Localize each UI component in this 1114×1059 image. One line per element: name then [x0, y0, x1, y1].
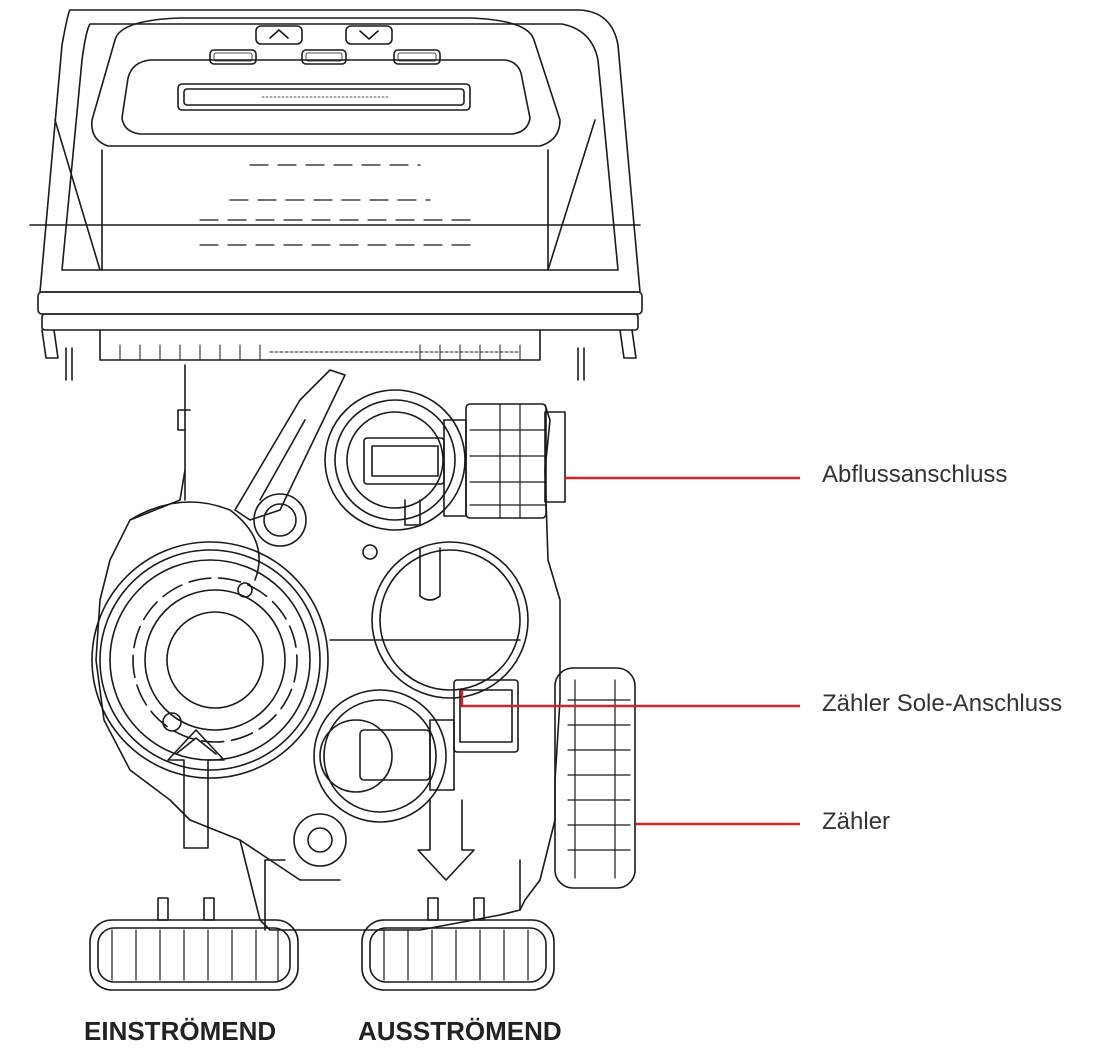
next-button	[301, 49, 347, 65]
up-button	[255, 25, 303, 45]
outlet-label: AUSSTRÖMEND	[358, 1016, 562, 1046]
drain-port-label: Abflussanschluss	[822, 461, 1008, 488]
brine-meter-label: Zähler Sole-Anschluss	[822, 690, 1063, 717]
valve-body	[91, 364, 636, 931]
brine-callout-line	[460, 690, 800, 708]
down-button	[345, 25, 393, 45]
outlet-nut	[361, 919, 555, 991]
callout-lines	[460, 476, 800, 826]
controller-head	[29, 9, 643, 381]
menu-button	[209, 49, 257, 65]
regen-button	[393, 49, 441, 65]
meter-label: Zähler	[822, 808, 891, 835]
inlet-nut	[89, 919, 299, 991]
inlet-label: EINSTRÖMEND	[84, 1016, 277, 1046]
